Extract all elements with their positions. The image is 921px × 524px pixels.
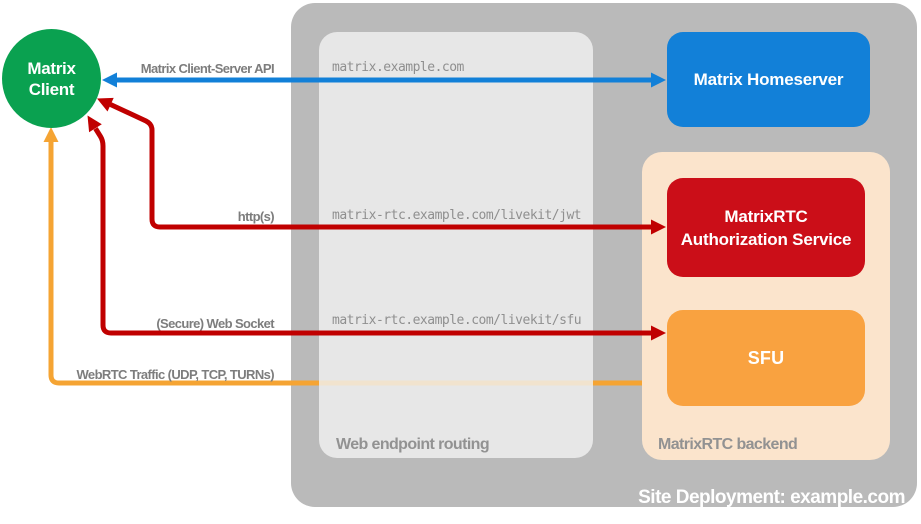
websocket-arrow: [87, 115, 666, 341]
https-label: http(s): [237, 209, 275, 224]
websocket-arrow-line: [93, 127, 651, 336]
websocket-label: (Secure) Web Socket: [156, 316, 274, 331]
web-endpoint-routing-label: Web endpoint routing: [336, 436, 490, 453]
webrtc-traffic-arrowhead-client: [43, 127, 59, 142]
websocket-arrowhead-sfu: [651, 325, 666, 341]
client-server-api-label: Matrix Client-Server API: [140, 61, 275, 76]
client-server-api-arrow: [102, 72, 666, 88]
https-arrowhead-client: [97, 97, 114, 112]
matrix-homeserver-node: Matrix Homeserver: [667, 32, 870, 127]
sfu-node: SFU: [667, 310, 865, 406]
matrix-homeserver-label: Matrix Homeserver: [693, 69, 844, 89]
matrixrtc-auth-service-node: MatrixRTC Authorization Service: [667, 178, 865, 277]
matrixrtc-backend-label: MatrixRTC backend: [658, 436, 798, 453]
route-url-livekit-sfu: matrix-rtc.example.com/livekit/sfu: [332, 313, 582, 328]
webrtc-traffic-label: WebRTC Traffic (UDP, TCP, TURNs): [76, 367, 275, 382]
sfu-label: SFU: [747, 347, 785, 368]
matrixrtc-auth-service-label: MatrixRTC Authorization Service: [680, 206, 852, 249]
web-endpoint-routing-panel: [319, 32, 593, 458]
client-server-api-arrowhead-client: [102, 72, 117, 88]
matrix-client-label-line1: Matrix: [27, 58, 76, 78]
route-url-livekit-jwt: matrix-rtc.example.com/livekit/jwt: [332, 208, 582, 223]
webrtc-traffic-arrow-line: [48, 140, 651, 386]
matrix-client-label-line2: Client: [28, 79, 75, 99]
https-arrow-line: [109, 102, 651, 230]
matrix-client-node: Matrix Client: [2, 29, 101, 128]
websocket-arrowhead-client: [87, 115, 102, 133]
route-url-homeserver: matrix.example.com: [332, 60, 464, 75]
https-arrowhead-auth: [651, 219, 666, 235]
site-deployment-title: Site Deployment: example.com: [638, 487, 905, 508]
client-server-api-arrowhead-homeserver: [651, 72, 666, 88]
https-arrow: [97, 97, 666, 235]
